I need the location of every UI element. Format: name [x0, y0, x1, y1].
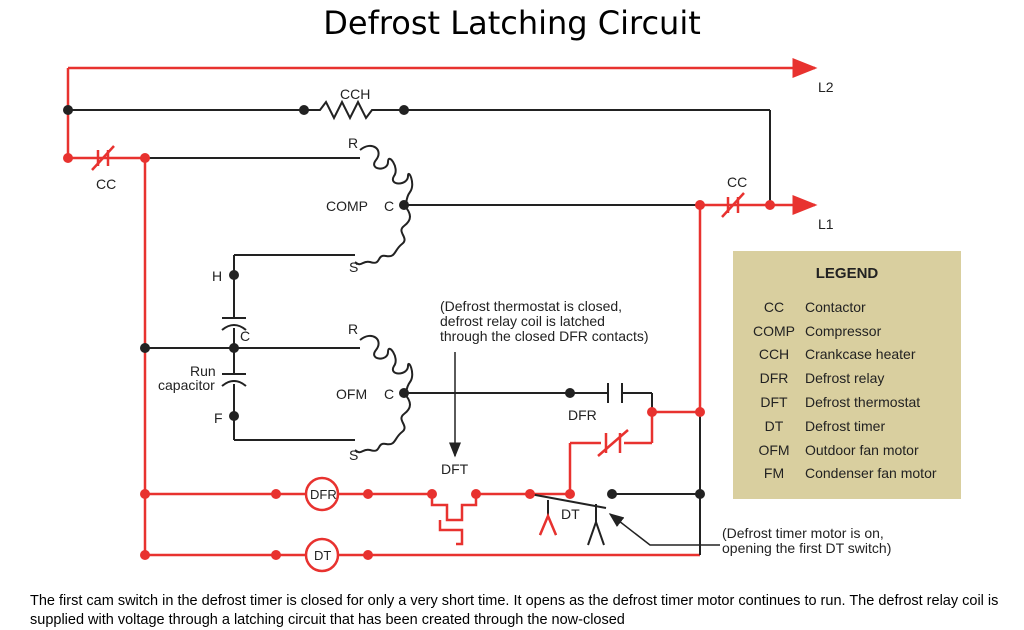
l2-label: L2: [818, 79, 834, 95]
dft-note-line-1: (Defrost thermostat is closed,: [440, 298, 622, 314]
dft-note-line-2: defrost relay coil is latched: [440, 313, 605, 329]
comp-label: COMP: [326, 198, 368, 214]
comp-c-label: C: [384, 198, 394, 214]
black-wires: [68, 109, 771, 555]
legend-abbr: CC: [763, 298, 785, 315]
run-capacitor-symbol: [221, 317, 247, 387]
legend-abbr: COMP: [753, 322, 795, 339]
legend-abbr: DFR: [759, 370, 789, 387]
ofm-winding: [354, 334, 414, 454]
dft-bulb: [438, 520, 464, 546]
legend-abbr: CCH: [758, 346, 790, 363]
red-junctions: [63, 153, 775, 560]
legend-desc: Crankcase heater: [805, 346, 916, 363]
dfr-latch-contact: [597, 429, 629, 457]
comp-winding: [354, 144, 414, 266]
circuit-diagram: L2 L1 CCH CC CC R COMP C S H C Run capac…: [63, 58, 891, 573]
ofm-s-label: S: [349, 447, 358, 463]
dt-note-line-2: opening the first DT switch): [722, 540, 891, 556]
legend-item: DFT Defrost thermostat: [743, 390, 958, 414]
cc-left-label: CC: [96, 176, 116, 192]
legend-title: LEGEND: [815, 265, 879, 282]
comp-r-label: R: [348, 135, 358, 151]
run-cap-label-2: capacitor: [158, 377, 215, 393]
legend-item: DFR Defrost relay: [743, 366, 958, 390]
page-title: Defrost Latching Circuit: [323, 4, 701, 42]
legend-abbr: OFM: [758, 441, 790, 458]
legend-desc: Compressor: [805, 322, 882, 339]
cc-right-label: CC: [727, 174, 747, 190]
cc-right-contact: [721, 192, 745, 218]
dfr-coil: [304, 476, 340, 512]
legend-item: FM Condenser fan motor: [743, 462, 958, 486]
dfr-coil-label: DFR: [310, 487, 337, 502]
legend-item: OFM Outdoor fan motor: [743, 438, 958, 462]
cch-resistor: [304, 99, 404, 121]
dft-note-line-3: through the closed DFR contacts): [440, 328, 649, 344]
dt-note-arrow: [608, 513, 720, 546]
cap-f-label: F: [214, 410, 223, 426]
legend-desc: Contactor: [805, 298, 866, 315]
cap-c-label: C: [240, 328, 250, 344]
legend-abbr: DFT: [760, 394, 788, 411]
dt-motor-label: DT: [314, 548, 331, 563]
legend-abbr: FM: [763, 465, 785, 482]
dt-switch-label: DT: [561, 506, 580, 522]
cap-h-label: H: [212, 268, 222, 284]
legend-desc: Defrost thermostat: [805, 394, 921, 411]
dfr-contact-label: DFR: [568, 407, 597, 423]
l1-label: L1: [818, 216, 834, 232]
caption-text: The first cam switch in the defrost time…: [30, 593, 999, 628]
comp-s-label: S: [349, 259, 358, 275]
dft-symbol: [430, 494, 478, 522]
legend-desc: Outdoor fan motor: [805, 441, 919, 458]
cch-label: CCH: [340, 86, 370, 102]
legend-item: CC Contactor: [743, 295, 958, 319]
cc-left-contact: [91, 145, 115, 171]
legend-desc: Defrost timer: [805, 417, 886, 434]
legend-desc: Condenser fan motor: [805, 465, 937, 482]
legend-item: DT Defrost timer: [743, 414, 958, 438]
black-junctions: [63, 105, 705, 499]
ofm-c-label: C: [384, 386, 394, 402]
legend-desc: Defrost relay: [805, 370, 885, 387]
dft-label: DFT: [441, 461, 469, 477]
legend-list: CC Contactor COMP Compressor CCH Crankca…: [743, 295, 958, 485]
legend-item: CCH Crankcase heater: [743, 343, 958, 367]
ofm-label: OFM: [336, 386, 367, 402]
legend-box: LEGEND CC Contactor COMP Compressor CCH …: [733, 251, 961, 499]
legend-abbr: DT: [764, 417, 784, 434]
ofm-r-label: R: [348, 321, 358, 337]
run-cap-label-1: Run: [190, 363, 216, 379]
dt-motor: [304, 537, 340, 573]
legend-item: COMP Compressor: [743, 319, 958, 343]
dfr-no-contact: [607, 383, 623, 403]
dt-switch-red: [538, 512, 558, 536]
dt-note-line-1: (Defrost timer motor is on,: [722, 525, 884, 541]
